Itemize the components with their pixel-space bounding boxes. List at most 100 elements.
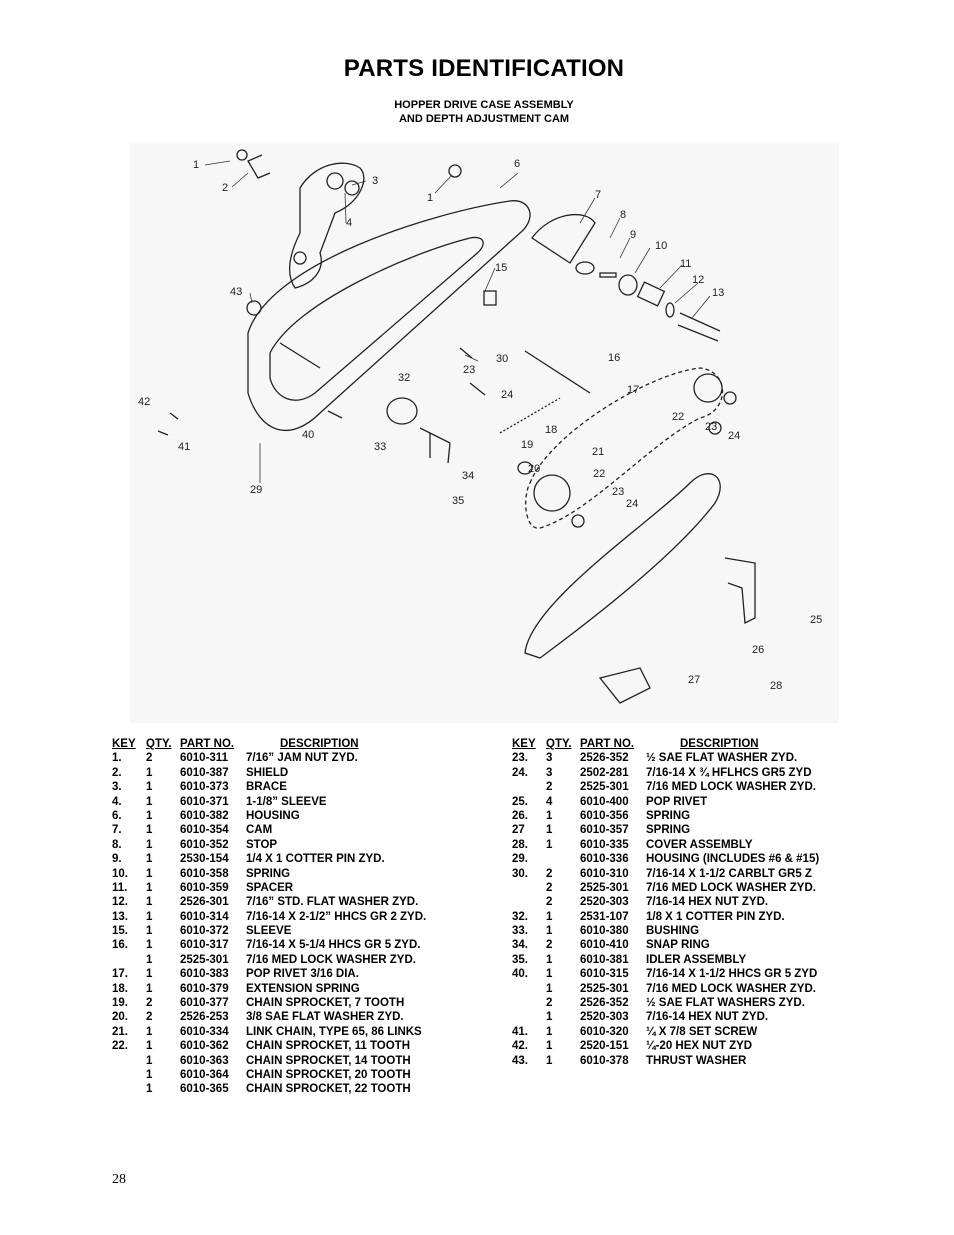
housing-inner-slot [269,236,484,401]
page-title: PARTS IDENTIFICATION [343,55,625,82]
row-part-no: 6010-334 [180,1025,229,1038]
callout: 26 [752,644,764,656]
callout: 24 [501,389,513,401]
row-description: CHAIN SPROCKET, 20 TOOTH [246,1068,411,1081]
callout: 23 [612,486,624,498]
row-key: 43. [512,1054,528,1067]
row-qty: 1 [146,1068,153,1081]
row-key: 28. [512,838,528,851]
row-part-no: 6010-410 [580,939,629,952]
row-key: 23. [512,752,528,765]
row-qty: 1 [546,824,553,837]
callout: 42 [138,396,150,408]
row-part-no: 2520-303 [580,896,629,909]
row-description: EXTENSION SPRING [246,982,360,995]
row-key: 27 [512,824,525,837]
row-part-no: 6010-365 [180,1083,229,1096]
callout-labels: 1 2 3 4 1 6 7 8 9 10 11 12 13 15 43 30 2… [138,158,822,692]
row-part-no: 2526-352 [580,752,629,765]
row-description: 1-1/8” SLEEVE [246,795,327,808]
row-description: 7/16 MED LOCK WASHER ZYD. [246,953,416,966]
row-key: 30. [512,867,528,880]
page-number: 28 [112,1172,126,1187]
row-qty: 1 [146,896,153,909]
callout: 32 [398,372,410,384]
row-qty: 1 [146,766,153,779]
row-description: CHAIN SPROCKET, 11 TOOTH [246,1040,411,1053]
row-key: 12. [112,896,128,909]
row-qty: 1 [546,910,553,923]
row-key: 25. [512,795,528,808]
callout: 11 [680,258,691,270]
callout: 40 [302,429,314,441]
row-key: 4. [112,795,122,808]
row-qty: 3 [546,766,553,779]
row-qty: 1 [146,824,153,837]
row-description: ½ SAE FLAT WASHERS ZYD. [646,997,805,1010]
row-description: 7/16-14 HEX NUT ZYD. [646,896,769,909]
callout: 43 [230,286,242,298]
callout: 3 [372,175,378,187]
row-qty: 1 [146,982,153,995]
row-description: 1/8 X 1 COTTER PIN ZYD. [646,910,785,923]
row-part-no: 6010-362 [180,1040,229,1053]
row-key: 42. [512,1040,528,1053]
row-description: 7/16-14 X 2-1/2” HHCS GR 2 ZYD. [246,910,427,923]
row-part-no: 6010-336 [580,853,629,866]
row-qty: 2 [546,997,553,1010]
row-key: 34. [512,939,528,952]
callout: 7 [595,189,601,201]
row-part-no: 6010-400 [580,795,629,808]
row-qty: 2 [546,881,553,894]
row-qty: 1 [146,939,153,952]
row-qty: 1 [146,867,153,880]
callout: 6 [514,158,520,170]
row-qty: 1 [546,1040,553,1053]
row-qty: 1 [146,853,153,866]
callout: 13 [712,287,724,299]
row-part-no: 6010-379 [180,982,229,995]
callout: 30 [496,353,508,365]
row-part-no: 6010-377 [180,997,229,1010]
header-description: DESCRIPTION [680,738,759,750]
callout: 10 [655,240,667,252]
housing-outline [247,200,531,431]
row-description: ¼-20 HEX NUT ZYD [646,1040,753,1053]
callout: 41 [178,441,190,453]
row-qty: 1 [546,838,553,851]
row-part-no: 6010-383 [180,968,229,981]
diagram-subtitle-line-2: AND DEPTH ADJUSTMENT CAM [398,113,570,125]
row-part-no: 6010-359 [180,881,229,894]
header-key: KEY [512,738,536,750]
row-part-no: 6010-358 [180,867,229,880]
row-qty: 1 [146,1083,153,1096]
header-part-no: PART NO. [580,738,635,750]
row-description: SPACER [246,881,294,894]
row-part-no: 2520-151 [580,1040,629,1053]
row-qty: 1 [546,968,553,981]
callout: 21 [592,446,604,458]
callout: 4 [346,217,352,229]
row-qty: 1 [546,809,553,822]
row-part-no: 6010-357 [580,824,629,837]
row-qty: 1 [146,781,153,794]
callout: 28 [770,680,782,692]
cam-outline [531,213,596,264]
row-description: 7/16 MED LOCK WASHER ZYD. [646,781,816,794]
row-description: 1/4 X 1 COTTER PIN ZYD. [246,853,385,866]
row-description: POP RIVET 3/16 DIA. [246,968,359,981]
sprocket-upper [693,373,723,403]
row-key: 16. [112,939,128,952]
row-part-no: 2526-352 [580,997,629,1010]
row-description: 7/16-14 X ¾ HFLHCS GR5 ZYD [646,766,812,779]
row-part-no: 2525-301 [580,982,629,995]
callout: 25 [810,614,822,626]
row-qty: 1 [146,1025,153,1038]
callout: 2 [222,182,228,194]
callout: 22 [672,411,684,423]
row-description: SHIELD [246,766,289,779]
header-qty: QTY. [146,738,172,750]
row-qty: 2 [146,997,153,1010]
callout: 24 [626,498,638,510]
row-description: 7/16” JAM NUT ZYD. [246,752,358,765]
